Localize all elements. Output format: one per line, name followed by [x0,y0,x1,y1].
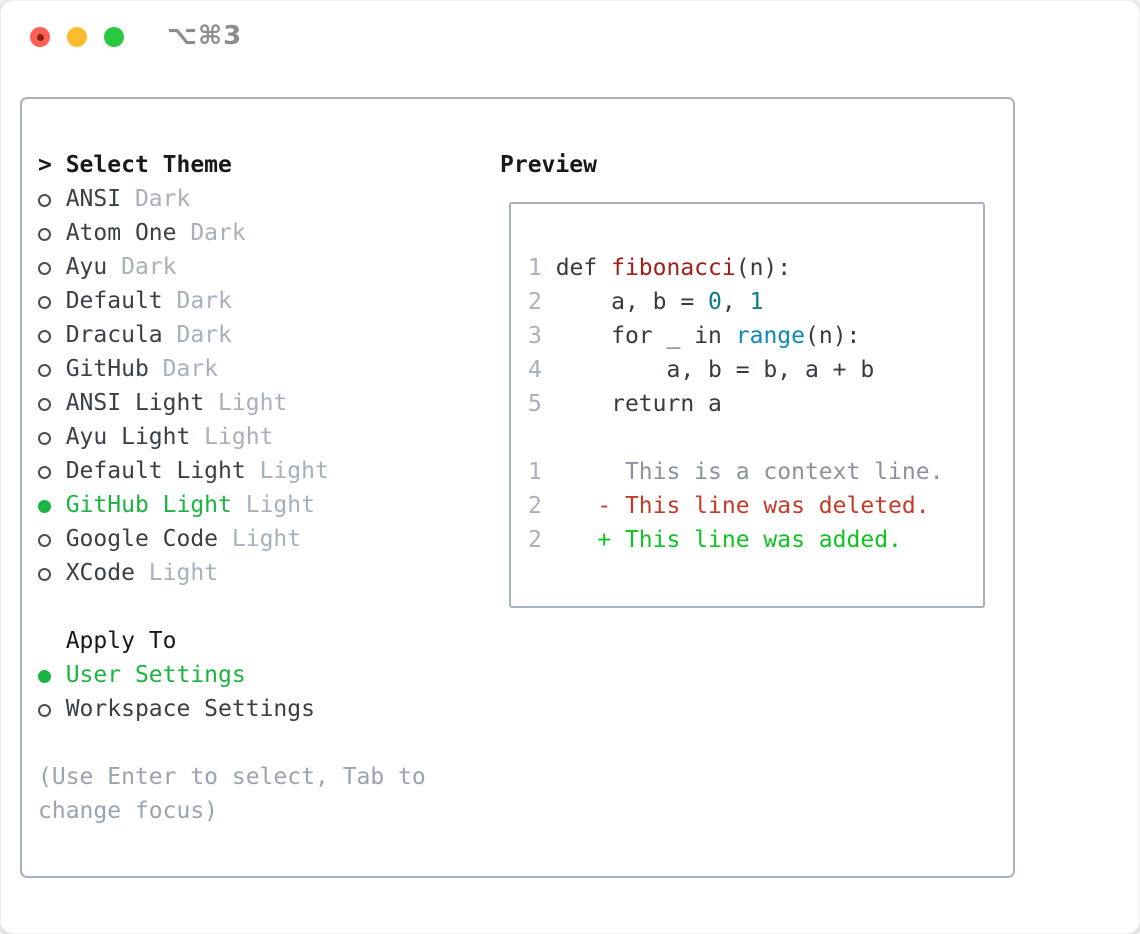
radio-icon [38,386,52,420]
selected-radio-icon [38,658,52,692]
radio-icon [38,352,52,386]
code-line-3: 3 for _ in range(n): [528,323,861,349]
zoom-button[interactable] [104,27,124,47]
radio-icon [38,692,52,726]
radio-icon [38,420,52,454]
spacer-row [38,726,426,760]
theme-option-ansi-light[interactable]: ANSI Light Light [38,386,426,420]
theme-option-google-code[interactable]: Google Code Light [38,522,426,556]
spacer-row [528,421,983,455]
radio-icon [38,284,52,318]
theme-option-xcode[interactable]: XCode Light [38,556,426,590]
code-line-5: 5 return a [528,391,722,417]
apply-option-user-settings[interactable]: User Settings [38,658,426,692]
radio-icon [38,216,52,250]
radio-icon [38,250,52,284]
radio-icon [38,454,52,488]
close-button[interactable] [30,27,50,47]
code-line-2: 2 a, b = 0, 1 [528,289,764,315]
theme-option-atom-one[interactable]: Atom One Dark [38,216,426,250]
diff-line-deleted: 2 - This line was deleted. [528,493,930,519]
preview-box: 1 def fibonacci(n): 2 a, b = 0, 1 3 for _ … [509,202,985,608]
theme-option-ayu-light[interactable]: Ayu Light Light [38,420,426,454]
apply-to-header: Apply To [65,628,177,654]
radio-icon [38,522,52,556]
close-button-dot [36,33,44,41]
selected-radio-icon [38,488,52,522]
focus-arrow-icon: > [38,152,52,178]
minimize-button[interactable] [67,27,87,47]
window-title: ⌥⌘3 [167,21,243,51]
radio-icon [38,182,52,216]
main-panel: > Select Theme ANSI Dark Atom One Dark A… [20,97,1015,878]
theme-option-github[interactable]: GitHub Dark [38,352,426,386]
selector-column: > Select Theme ANSI Dark Atom One Dark A… [38,148,426,828]
apply-option-workspace-settings[interactable]: Workspace Settings [38,692,426,726]
theme-option-ayu[interactable]: Ayu Dark [38,250,426,284]
radio-icon [38,556,52,590]
spacer-row [38,590,426,624]
theme-option-dracula[interactable]: Dracula Dark [38,318,426,352]
diff-line-added: 2 + This line was added. [528,527,902,553]
help-text-line-1: (Use Enter to select, Tab to [38,764,426,790]
preview-title: Preview [500,152,597,178]
theme-option-ansi[interactable]: ANSI Dark [38,182,426,216]
code-line-1: 1 def fibonacci(n): [528,255,792,281]
help-text-line-2: change focus) [38,798,219,824]
theme-option-github-light[interactable]: GitHub Light Light [38,488,426,522]
theme-option-default[interactable]: Default Dark [38,284,426,318]
theme-option-default-light[interactable]: Default Light Light [38,454,426,488]
code-line-4: 4 a, b = b, a + b [528,357,875,383]
radio-icon [38,318,52,352]
diff-line-context: 1 This is a context line. [528,459,944,485]
select-theme-header: > Select Theme [38,148,426,182]
